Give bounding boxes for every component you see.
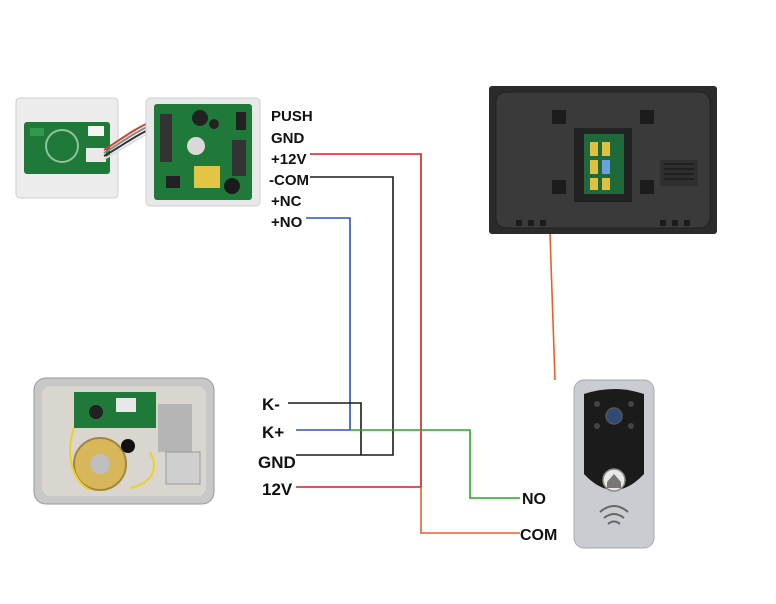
access-controller-icon [15, 97, 261, 207]
wire-kplus-no [350, 429, 520, 499]
electric-lock-icon [33, 377, 215, 505]
label-no: +NO [271, 214, 303, 231]
wire-com [296, 176, 394, 456]
label-doorbell-com: COM [520, 527, 557, 544]
wire-plus-no [296, 217, 351, 431]
doorbell-icon [573, 379, 655, 549]
label-gnd: GND [271, 130, 305, 147]
label-lock-gnd: GND [258, 453, 296, 472]
wire-com-doorbell [420, 487, 520, 534]
label-nc: +NC [271, 193, 302, 210]
label-12v: 12V [262, 480, 293, 499]
label-kminus: K- [262, 395, 280, 414]
label-doorbell-no: NO [522, 491, 546, 508]
wire-plus12v [296, 153, 422, 488]
label-kplus: K+ [262, 423, 284, 442]
wire-kminus [288, 402, 362, 455]
label-plus12v: +12V [271, 151, 306, 168]
label-com: -COM [269, 172, 309, 189]
monitor-icon [489, 86, 717, 234]
label-push: PUSH [271, 108, 313, 125]
wire-monitor-doorbell [549, 233, 556, 381]
